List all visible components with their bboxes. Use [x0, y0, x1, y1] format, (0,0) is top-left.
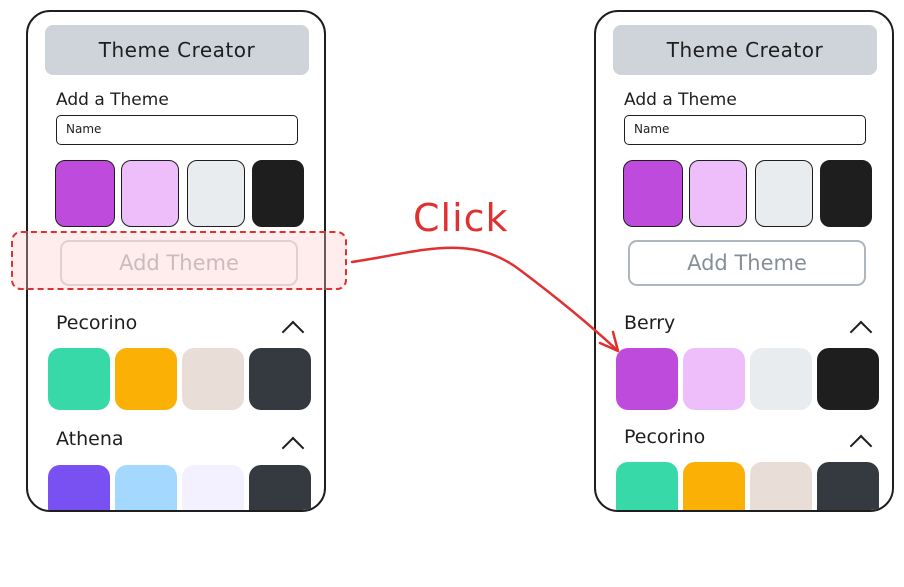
- add-theme-button[interactable]: Add Theme: [60, 240, 298, 286]
- phone-before: Theme Creator Add a Theme Name Add Theme…: [26, 10, 326, 512]
- theme-name-input[interactable]: Name: [56, 115, 298, 145]
- theme-swatch: [115, 348, 177, 410]
- theme-swatch: [750, 462, 812, 510]
- app-header-title: Theme Creator: [613, 25, 877, 75]
- theme-swatch: [683, 462, 745, 510]
- theme-name: Pecorino: [56, 312, 138, 334]
- color-picker-swatch[interactable]: [187, 160, 245, 227]
- color-picker-swatch[interactable]: [755, 160, 813, 227]
- theme-swatch: [249, 465, 311, 510]
- theme-swatch: [48, 465, 110, 510]
- theme-swatch: [616, 348, 678, 410]
- theme-name: Pecorino: [624, 426, 706, 448]
- app-header-title: Theme Creator: [45, 25, 309, 75]
- color-picker-swatch[interactable]: [121, 160, 179, 227]
- theme-swatch: [48, 348, 110, 410]
- add-theme-button[interactable]: Add Theme: [628, 240, 866, 286]
- color-picker-swatch[interactable]: [55, 160, 115, 227]
- theme-swatch: [817, 462, 879, 510]
- theme-swatch: [249, 348, 311, 410]
- theme-swatch: [115, 465, 177, 510]
- theme-swatch: [683, 348, 745, 410]
- phone-after: Theme Creator Add a Theme Name Add Theme…: [594, 10, 894, 512]
- theme-name-input[interactable]: Name: [624, 115, 866, 145]
- color-picker-swatch[interactable]: [623, 160, 683, 227]
- theme-swatch: [817, 348, 879, 410]
- add-theme-section-label: Add a Theme: [56, 90, 169, 110]
- theme-swatch: [616, 462, 678, 510]
- theme-swatch: [182, 465, 244, 510]
- theme-name: Berry: [624, 312, 676, 334]
- click-annotation-label: Click: [413, 196, 509, 240]
- add-theme-section-label: Add a Theme: [624, 90, 737, 110]
- color-picker-swatch[interactable]: [689, 160, 747, 227]
- theme-name: Athena: [56, 428, 124, 450]
- color-picker-swatch[interactable]: [252, 160, 304, 227]
- color-picker-swatch[interactable]: [820, 160, 872, 227]
- theme-swatch: [182, 348, 244, 410]
- click-highlight-box: [11, 231, 347, 290]
- theme-swatch: [750, 348, 812, 410]
